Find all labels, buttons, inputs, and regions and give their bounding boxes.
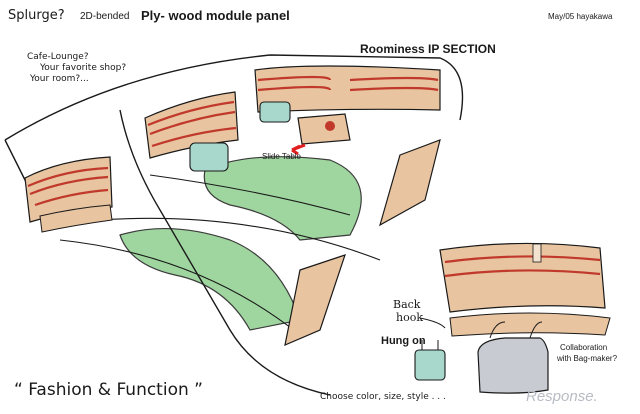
hung-on-label: Hung on: [381, 335, 426, 347]
right-door-panel-front: [379, 139, 441, 227]
response-watermark: Response.: [526, 388, 598, 405]
middle-ply-panel: [144, 91, 239, 159]
note-cafe-lounge: Cafe-Lounge?: [27, 52, 89, 62]
left-ply-panel: [24, 156, 113, 233]
small-hook-bag: [414, 340, 446, 381]
note-favorite-shop: Your favorite shop?: [40, 63, 127, 73]
slogan-fashion-function: “ Fashion & Function ”: [14, 380, 203, 400]
seatback-bag-teal: [189, 142, 229, 172]
dash-bag-teal: [259, 101, 291, 123]
back-hook-label-line2: hook: [396, 311, 423, 324]
detail-ply-module: [439, 242, 611, 337]
back-hook-label-line1: Back: [393, 298, 421, 311]
header-prefix: 2D-bended: [80, 11, 130, 22]
bag-maker-bag: [477, 321, 549, 394]
choose-options-note: Choose color, size, style . . .: [320, 392, 446, 402]
back-hook-line: [419, 317, 446, 329]
floor-lines: [59, 174, 381, 336]
collaboration-label-line2: with Bag-maker?: [557, 354, 618, 363]
instrument-panel-module: [254, 65, 441, 113]
right-door-panel-rear: [284, 254, 346, 347]
slide-table-label: Slide Table: [262, 152, 301, 161]
header-main-title: Ply- wood module panel: [141, 8, 290, 23]
header-script-title: Splurge?: [8, 8, 65, 23]
date-author: May/05 hayakawa: [548, 12, 613, 21]
slide-table-arrow: [291, 143, 306, 156]
section-heading: Roominess IP SECTION: [360, 42, 496, 56]
slide-table: [297, 113, 351, 145]
note-your-room: Your room?...: [30, 74, 89, 84]
collaboration-label-line1: Collaboration: [560, 343, 608, 352]
